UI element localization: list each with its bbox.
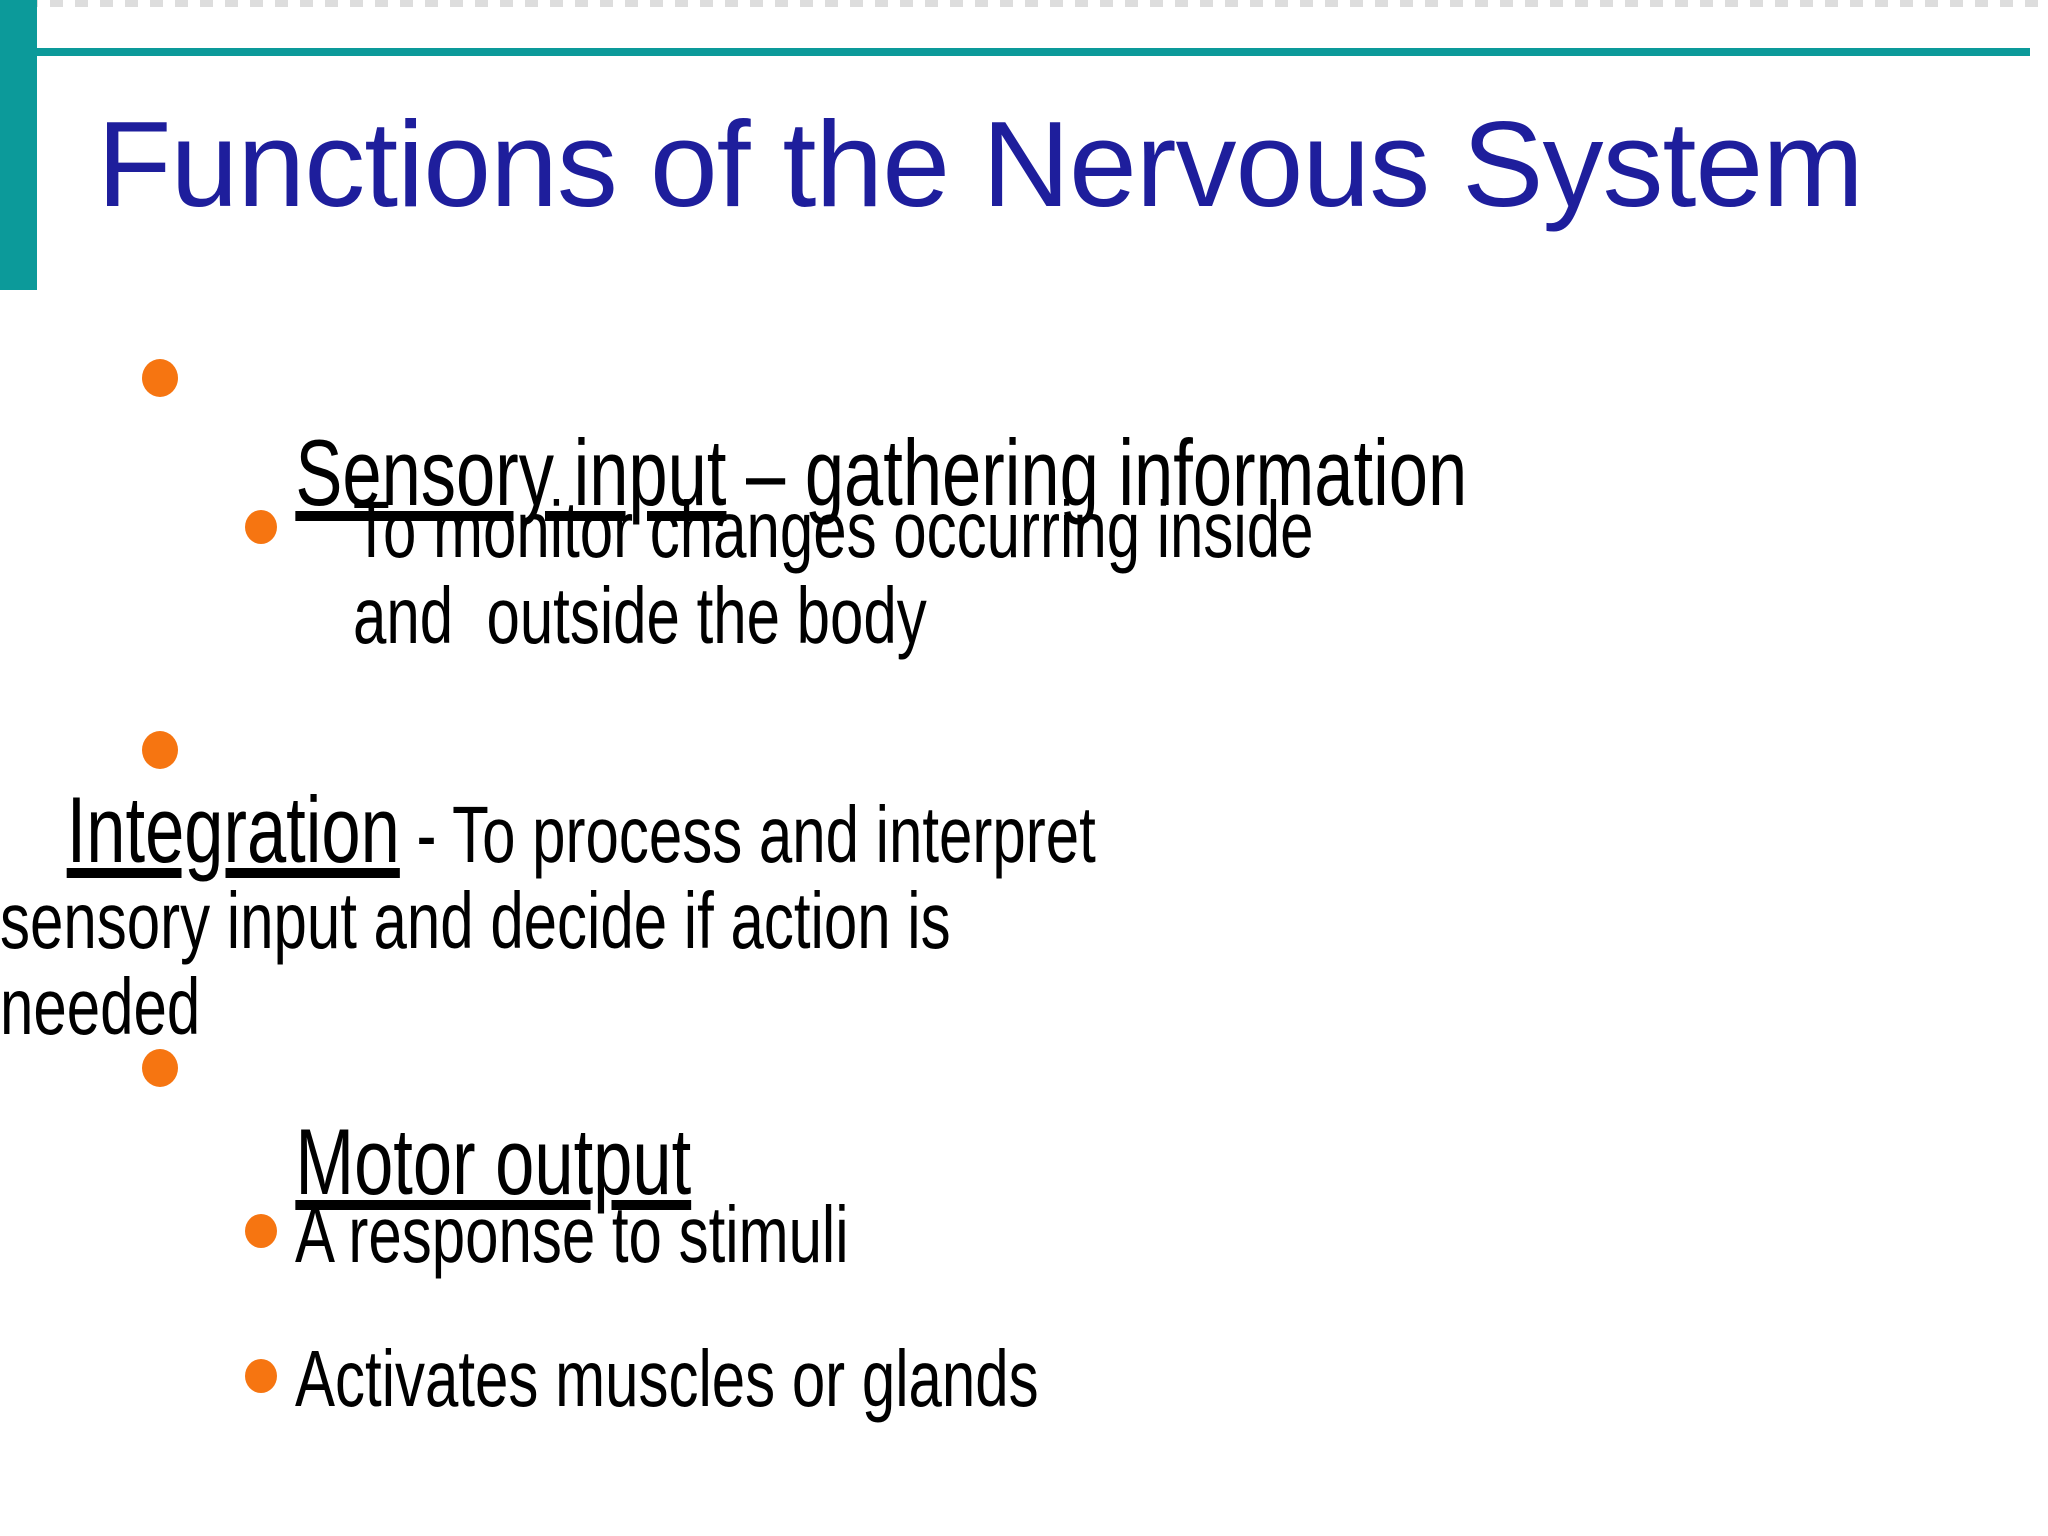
sub-bullet-response-stimuli: A response to stimuli xyxy=(295,1190,849,1279)
bullet-marker xyxy=(245,510,277,544)
bullet-marker xyxy=(142,359,178,397)
sub-bullet-activates-muscles: Activates muscles or glands xyxy=(295,1334,1039,1423)
bullet-text: – gathering information xyxy=(726,420,1468,525)
bullet-marker xyxy=(245,1214,277,1248)
accent-horizontal-rule xyxy=(0,48,2030,56)
bullet-marker xyxy=(142,1049,178,1087)
bullet-marker xyxy=(142,731,178,769)
top-edge-dash-pattern xyxy=(0,0,2048,7)
bullet-item-motor-output: Motor output xyxy=(217,1012,1717,1312)
term-motor-output: Motor output xyxy=(295,1109,692,1214)
bullet-marker xyxy=(245,1359,277,1393)
bullet-item-integration: Integration - To process and interpret s… xyxy=(0,701,1125,1136)
bullet-item-sensory-input: Sensory input – gathering information xyxy=(217,323,1717,623)
term-sensory-input: Sensory input xyxy=(295,420,727,525)
term-integration: Integration xyxy=(66,777,400,882)
bullet-text: - To process and interpret sensory input… xyxy=(0,790,1113,1051)
sub-bullet-monitor-changes: To monitor changes occurring inside and … xyxy=(353,485,1331,660)
slide-title: Functions of the Nervous System xyxy=(97,96,1864,232)
accent-vertical-bar xyxy=(0,0,37,290)
